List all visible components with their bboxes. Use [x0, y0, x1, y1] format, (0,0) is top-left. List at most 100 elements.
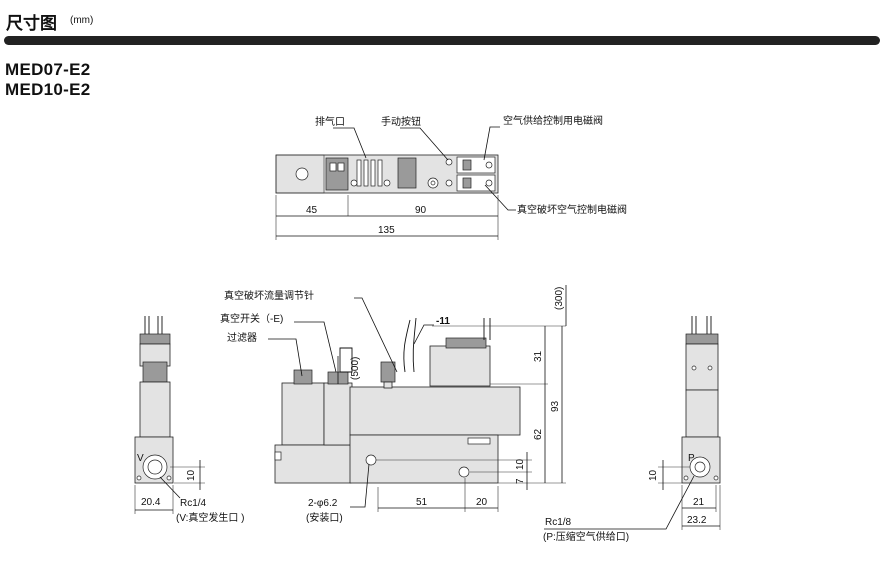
left-side-view	[134, 316, 205, 514]
top-view-ejector-block	[275, 154, 325, 194]
filter-body	[281, 382, 325, 446]
label-flow-needle: 真空破坏流量调节针	[224, 289, 314, 302]
main-body	[349, 386, 521, 436]
leader-manual-button	[400, 127, 449, 161]
leader-suffix11	[413, 324, 434, 345]
label-filter: 过滤器	[227, 331, 257, 344]
screw-icon	[445, 179, 453, 187]
page-title: 尺寸图	[6, 14, 57, 33]
valve-led	[462, 177, 472, 189]
flow-needle-knob	[380, 361, 396, 383]
leader-vacuum-switch	[294, 321, 337, 373]
base-slot	[467, 437, 491, 445]
dim-right-10: 10	[648, 469, 659, 481]
front-view	[268, 285, 567, 512]
dim-62: 62	[533, 428, 544, 440]
ejector-block	[274, 444, 352, 484]
right-side-view	[544, 316, 721, 530]
p-port-letter: P	[688, 453, 695, 464]
front-view-wires	[403, 317, 491, 373]
dim-23-2: 23.2	[687, 515, 707, 526]
switch-connector	[339, 347, 353, 373]
v-port-note: (V:真空发生口 )	[176, 511, 245, 524]
dim-93: 93	[550, 400, 561, 412]
leader-filter	[268, 338, 303, 377]
p-port-inner	[694, 461, 706, 473]
screw-icon	[383, 179, 391, 187]
dim-300: (300)	[554, 287, 565, 310]
left-view-valve-cap	[139, 333, 171, 345]
vacuum-switch-body	[323, 382, 353, 446]
left-view-upper-body	[139, 381, 171, 438]
front-valve-cap	[445, 337, 487, 349]
label-suffix11: -11	[436, 316, 450, 327]
screw-icon	[136, 475, 142, 481]
exhaust-slot	[370, 159, 376, 187]
label-exhaust: 排气口	[315, 115, 345, 128]
valve-led	[462, 159, 472, 171]
label-mount-note: (安装口)	[306, 511, 343, 524]
leader-break-valve	[484, 184, 516, 211]
screw-icon	[485, 161, 493, 169]
label-vacuum-switch: 真空开关（-E)	[220, 312, 283, 325]
exhaust-slot	[363, 159, 369, 187]
dim-500: (500)	[350, 357, 361, 380]
mount-hole-icon	[458, 466, 470, 478]
dim-51: 51	[416, 497, 428, 508]
ejector-marker	[274, 451, 282, 461]
leader-mount-hole	[350, 463, 370, 508]
right-view-valve-cap	[685, 333, 719, 345]
dim-45: 45	[306, 205, 318, 216]
screw-icon	[166, 475, 172, 481]
leader-exhaust	[333, 127, 367, 159]
label-supply-valve: 空气供给控制用电磁阀	[503, 114, 603, 127]
top-view-port-circle	[295, 167, 309, 181]
top-view-connector	[325, 157, 349, 191]
dim-7: 7	[515, 478, 526, 484]
screw-icon	[691, 365, 697, 371]
left-view-switch	[142, 361, 168, 383]
label-break-valve: 真空破坏空气控制电磁阀	[517, 203, 627, 216]
dim-left-10: 10	[186, 469, 197, 481]
p-port-thread: Rc1/8	[545, 517, 572, 528]
v-port-letter: V	[137, 453, 144, 464]
top-view-connector-pin	[337, 162, 345, 172]
left-view-wires	[144, 316, 163, 336]
label-manual-button: 手动按钮	[381, 115, 421, 128]
dim-21: 21	[693, 497, 705, 508]
model-name-2: MED10-E2	[5, 80, 91, 99]
right-view-wires	[691, 316, 712, 336]
v-port-thread: Rc1/4	[180, 498, 207, 509]
front-valve	[429, 345, 491, 387]
screw-icon	[350, 179, 358, 187]
unit-label: (mm)	[70, 15, 94, 26]
exhaust-slot	[356, 159, 362, 187]
exhaust-slot	[377, 159, 383, 187]
dim-31: 31	[533, 350, 544, 362]
manual-button-center	[430, 180, 436, 186]
screw-icon	[683, 475, 689, 481]
right-view-upper-body	[685, 389, 719, 438]
screw-icon	[707, 365, 713, 371]
mount-hole-icon	[365, 454, 377, 466]
filter-cap	[293, 369, 313, 385]
screw-icon	[445, 158, 453, 166]
top-view-connector-pin	[329, 162, 337, 172]
flow-needle-shaft	[383, 381, 393, 389]
leader-flow-needle	[354, 297, 398, 373]
dim-90: 90	[415, 205, 427, 216]
screw-icon	[485, 179, 493, 187]
v-port-inner	[147, 459, 163, 475]
model-name-1: MED07-E2	[5, 60, 91, 79]
leader-rc14	[159, 476, 181, 499]
top-view	[275, 126, 516, 240]
screw-icon	[713, 475, 719, 481]
p-port-note: (P:压缩空气供给口)	[543, 530, 629, 543]
title-divider	[4, 36, 880, 45]
label-mount-hole: 2-φ6.2	[308, 498, 338, 509]
leader-rc18	[544, 475, 695, 530]
dim-135: 135	[378, 225, 395, 236]
dim-front-10: 10	[515, 458, 526, 470]
right-view-valve	[685, 343, 719, 391]
